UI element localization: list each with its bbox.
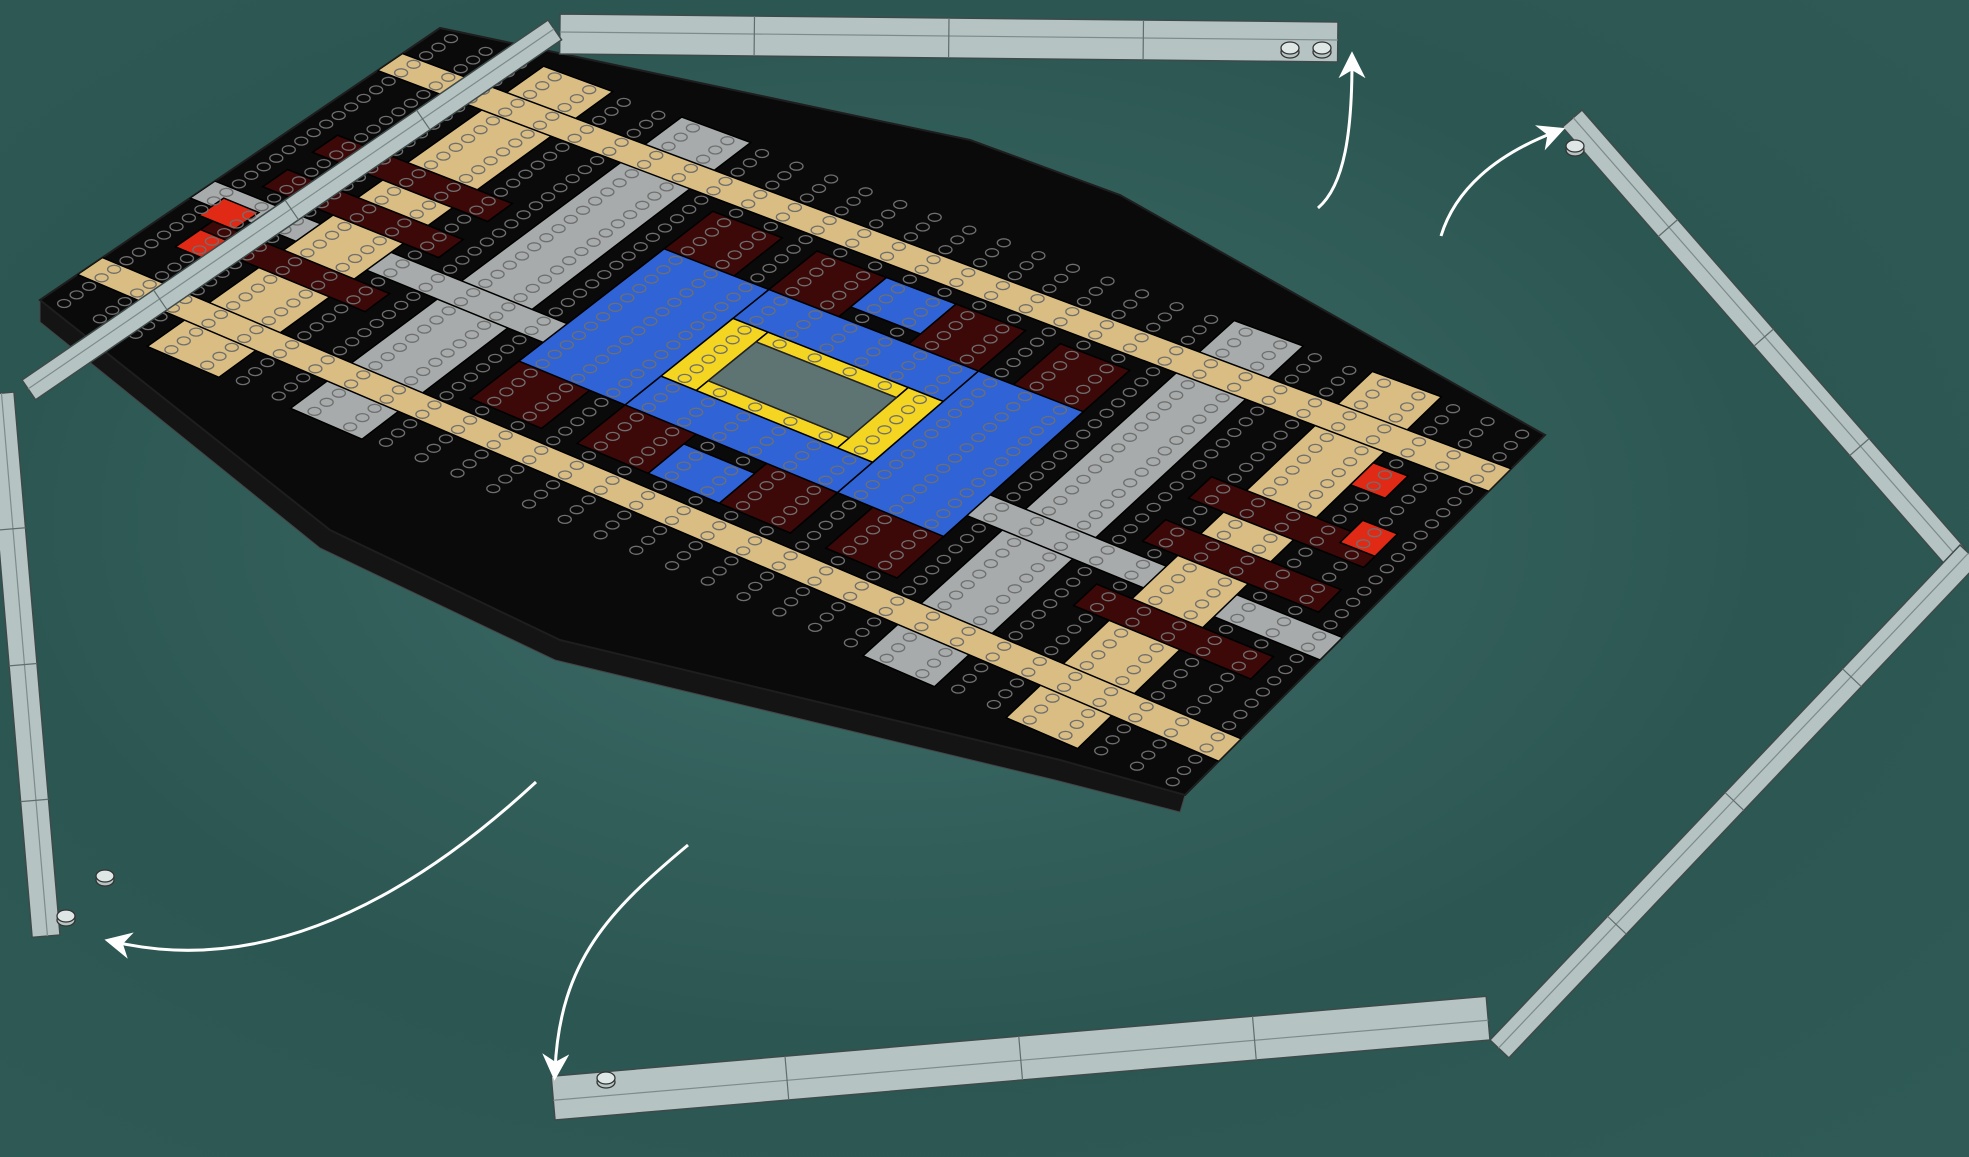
stud-icon	[1313, 42, 1331, 54]
stud-icon	[96, 870, 114, 882]
stud-icon	[597, 1072, 615, 1084]
stud-icon	[57, 910, 75, 922]
stud-icon	[1281, 42, 1299, 54]
edge-piece-top	[560, 14, 1338, 62]
stud-icon	[1566, 140, 1584, 152]
